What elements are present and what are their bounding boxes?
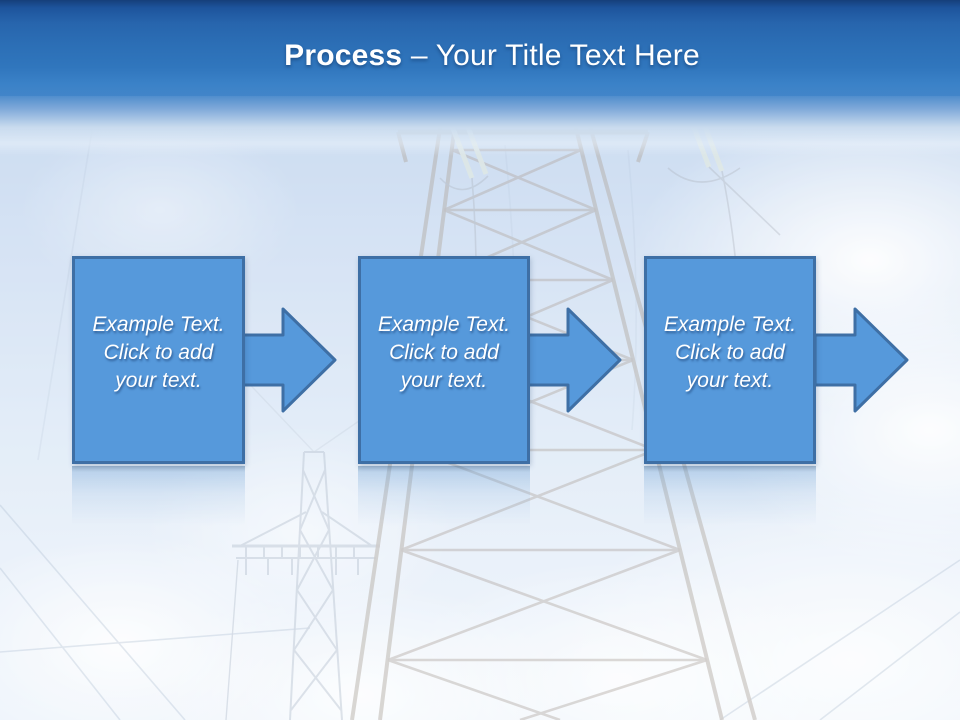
step-3-text: Example Text. Click to add your text. <box>664 311 796 395</box>
title-emphasis: Process <box>284 39 403 72</box>
header-band: Process – Your Title Text Here <box>0 0 960 96</box>
slide-title: Process – Your Title Text Here <box>284 39 700 73</box>
step-1-text: Example Text. Click to add your text. <box>92 311 224 395</box>
step-text-line: Click to add <box>389 341 499 364</box>
process-step-box-1[interactable]: Example Text. Click to add your text. <box>72 256 245 464</box>
flow-arrow-3 <box>813 307 909 413</box>
step-text-line: your text. <box>686 369 774 392</box>
step-text-line: Click to add <box>103 341 214 364</box>
step-text-line: your text. <box>400 369 488 392</box>
step-2-text: Example Text. Click to add your text. <box>378 311 510 395</box>
box-reflection <box>644 466 816 526</box>
step-text-line: Example Text. <box>377 313 511 336</box>
step-text-line: Example Text. <box>92 313 225 336</box>
box-reflection <box>72 466 245 526</box>
step-text-line: Click to add <box>675 341 785 364</box>
header-fade <box>0 92 960 156</box>
step-text-line: your text. <box>115 369 202 392</box>
flow-arrow-1 <box>241 307 337 413</box>
flow-arrow-2 <box>526 307 622 413</box>
step-text-line: Example Text. <box>663 313 797 336</box>
process-step-box-3[interactable]: Example Text. Click to add your text. <box>644 256 816 464</box>
title-rest: – Your Title Text Here <box>410 39 700 72</box>
box-reflection <box>358 466 530 526</box>
process-step-box-2[interactable]: Example Text. Click to add your text. <box>358 256 530 464</box>
